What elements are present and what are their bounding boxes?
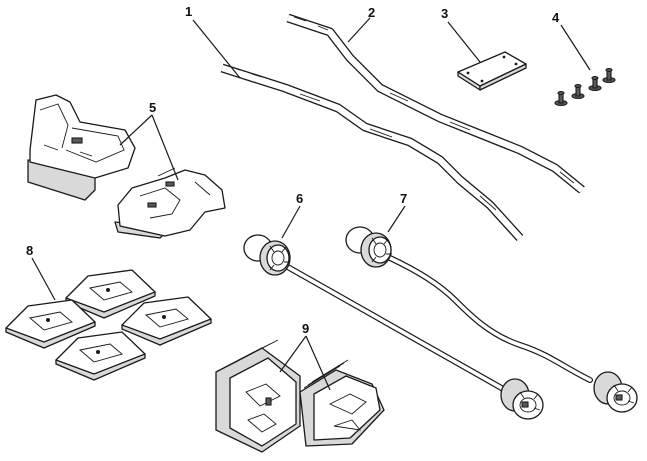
leader-9a (280, 336, 306, 372)
part-4-adjuster-feet (555, 69, 615, 106)
callout-3: 3 (441, 6, 448, 21)
hub-6-left (244, 235, 290, 275)
callout-6: 6 (296, 191, 303, 206)
callout-1: 1 (185, 4, 192, 19)
callout-8: 8 (26, 243, 33, 258)
foot-c (589, 77, 601, 91)
cradle-lower (115, 168, 225, 238)
leader-1 (193, 20, 240, 78)
part-3-mounting-plate (458, 52, 526, 90)
callout-7: 7 (400, 191, 407, 206)
callout-9: 9 (302, 321, 309, 336)
part-9-stacked-blocks (216, 340, 384, 452)
leader-7 (388, 206, 405, 232)
foot-b (572, 85, 584, 99)
hub-6-right (501, 379, 543, 419)
leader-2 (348, 18, 370, 42)
part-5-cradle-brackets (28, 95, 225, 238)
leader-6 (282, 206, 300, 238)
leader-8 (32, 258, 55, 300)
leader-3 (448, 22, 480, 62)
callout-2: 2 (368, 5, 375, 20)
leader-5b (152, 115, 178, 180)
hub-7-left (346, 227, 392, 267)
hub-7-right (594, 372, 637, 412)
block-9-right (300, 360, 384, 446)
leader-4 (561, 25, 590, 70)
block-9-left (216, 340, 300, 452)
cradle-upper (28, 95, 135, 200)
callout-4: 4 (552, 10, 560, 25)
foot-a (555, 92, 567, 106)
callout-5: 5 (149, 100, 156, 115)
foot-d (603, 69, 615, 83)
part-1-side-rail (222, 66, 520, 238)
part-8-floor-pads (6, 270, 211, 380)
pad-8d (56, 332, 145, 380)
